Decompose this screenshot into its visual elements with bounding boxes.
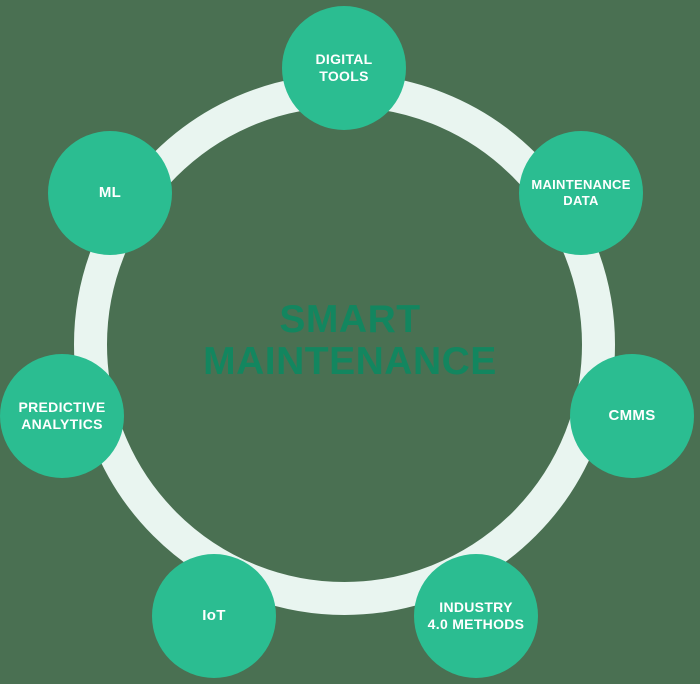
node-cmms[interactable]: CMMS bbox=[570, 354, 694, 478]
node-maintenance-data[interactable]: MAINTENANCE DATA bbox=[519, 131, 643, 255]
node-iot[interactable]: IoT bbox=[152, 554, 276, 678]
node-label-maintenance-data: MAINTENANCE DATA bbox=[531, 177, 631, 208]
node-label-predictive-analytics: PREDICTIVE ANALYTICS bbox=[18, 398, 106, 432]
node-label-digital-tools: DIGITAL TOOLS bbox=[315, 50, 373, 84]
node-digital-tools[interactable]: DIGITAL TOOLS bbox=[282, 6, 406, 130]
node-label-iot: IoT bbox=[202, 606, 226, 624]
node-label-ml: ML bbox=[98, 183, 122, 201]
node-label-cmms: CMMS bbox=[608, 406, 656, 424]
node-label-industry-40-methods: INDUSTRY 4.0 METHODS bbox=[427, 598, 525, 632]
node-industry-40-methods[interactable]: INDUSTRY 4.0 METHODS bbox=[414, 554, 538, 678]
diagram-center-title: SMART MAINTENANCE bbox=[203, 298, 497, 384]
node-predictive-analytics[interactable]: PREDICTIVE ANALYTICS bbox=[0, 354, 124, 478]
node-ml[interactable]: ML bbox=[48, 131, 172, 255]
